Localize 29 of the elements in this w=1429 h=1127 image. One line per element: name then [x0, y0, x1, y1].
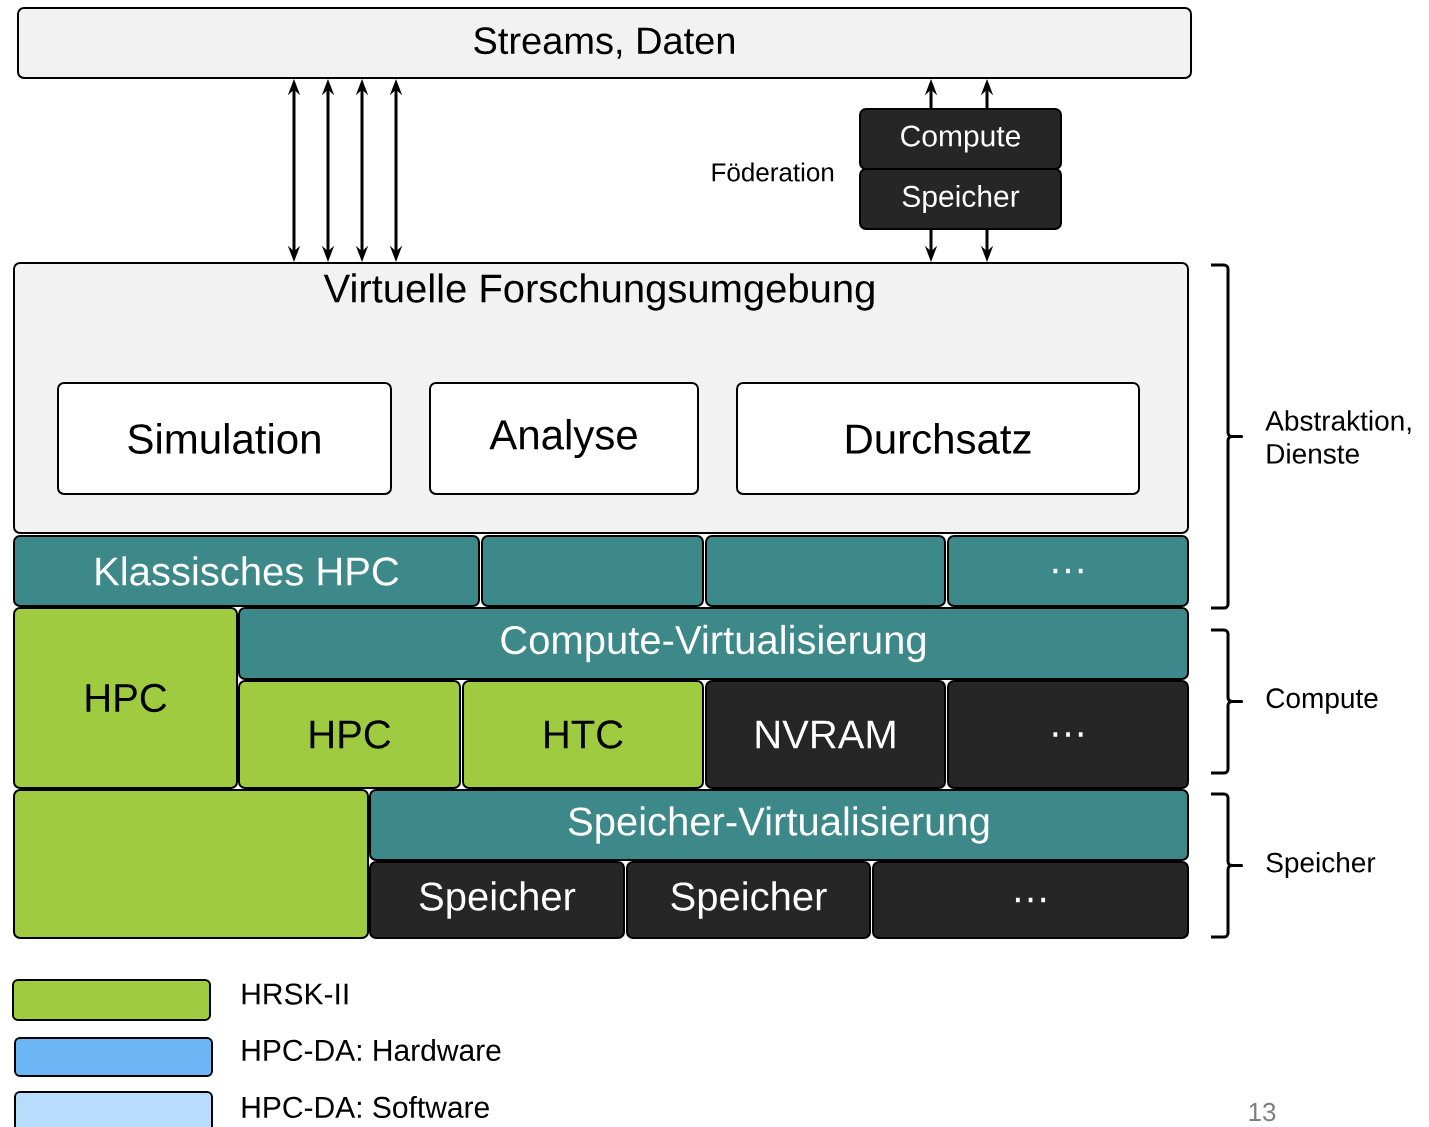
layer-box [13, 789, 369, 939]
annotation-label: Abstraktion, Dienste [1265, 410, 1411, 464]
annotation-label: Föderation [712, 162, 834, 182]
layer-box: Streams, Daten [17, 7, 1192, 79]
layer-box: HPC [238, 680, 461, 789]
legend-label: HRSK-II [242, 983, 348, 1005]
layer-box: Klassisches HPC [13, 535, 480, 607]
service-box: Durchsatz [736, 382, 1140, 495]
layer-box: Compute-Virtualisierung [238, 607, 1189, 680]
layer-box: NVRAM [705, 680, 946, 789]
layer-box: Compute [859, 108, 1062, 170]
legend-label: HPC-DA: Hardware [242, 1039, 501, 1062]
layer-box [705, 535, 946, 607]
layer-box: … [947, 680, 1189, 789]
layer-box: Speicher [859, 168, 1062, 230]
layer-box: … [872, 861, 1189, 939]
layer-box: HPC [13, 607, 238, 789]
page-number: 13 [1249, 1102, 1276, 1122]
layer-box: Speicher [369, 861, 625, 939]
legend-label: HPC-DA: Software [242, 1096, 489, 1118]
layer-box: Speicher [626, 861, 871, 939]
layer-box: Speicher-Virtualisierung [369, 789, 1189, 861]
annotation-label: Speicher [1266, 851, 1376, 879]
layer-box: … [947, 535, 1189, 607]
layer-box [481, 535, 704, 607]
annotation-label: Compute [1266, 688, 1378, 714]
service-box: Simulation [57, 382, 392, 495]
layer-box: HTC [462, 680, 704, 789]
service-box: Analyse [429, 382, 699, 495]
